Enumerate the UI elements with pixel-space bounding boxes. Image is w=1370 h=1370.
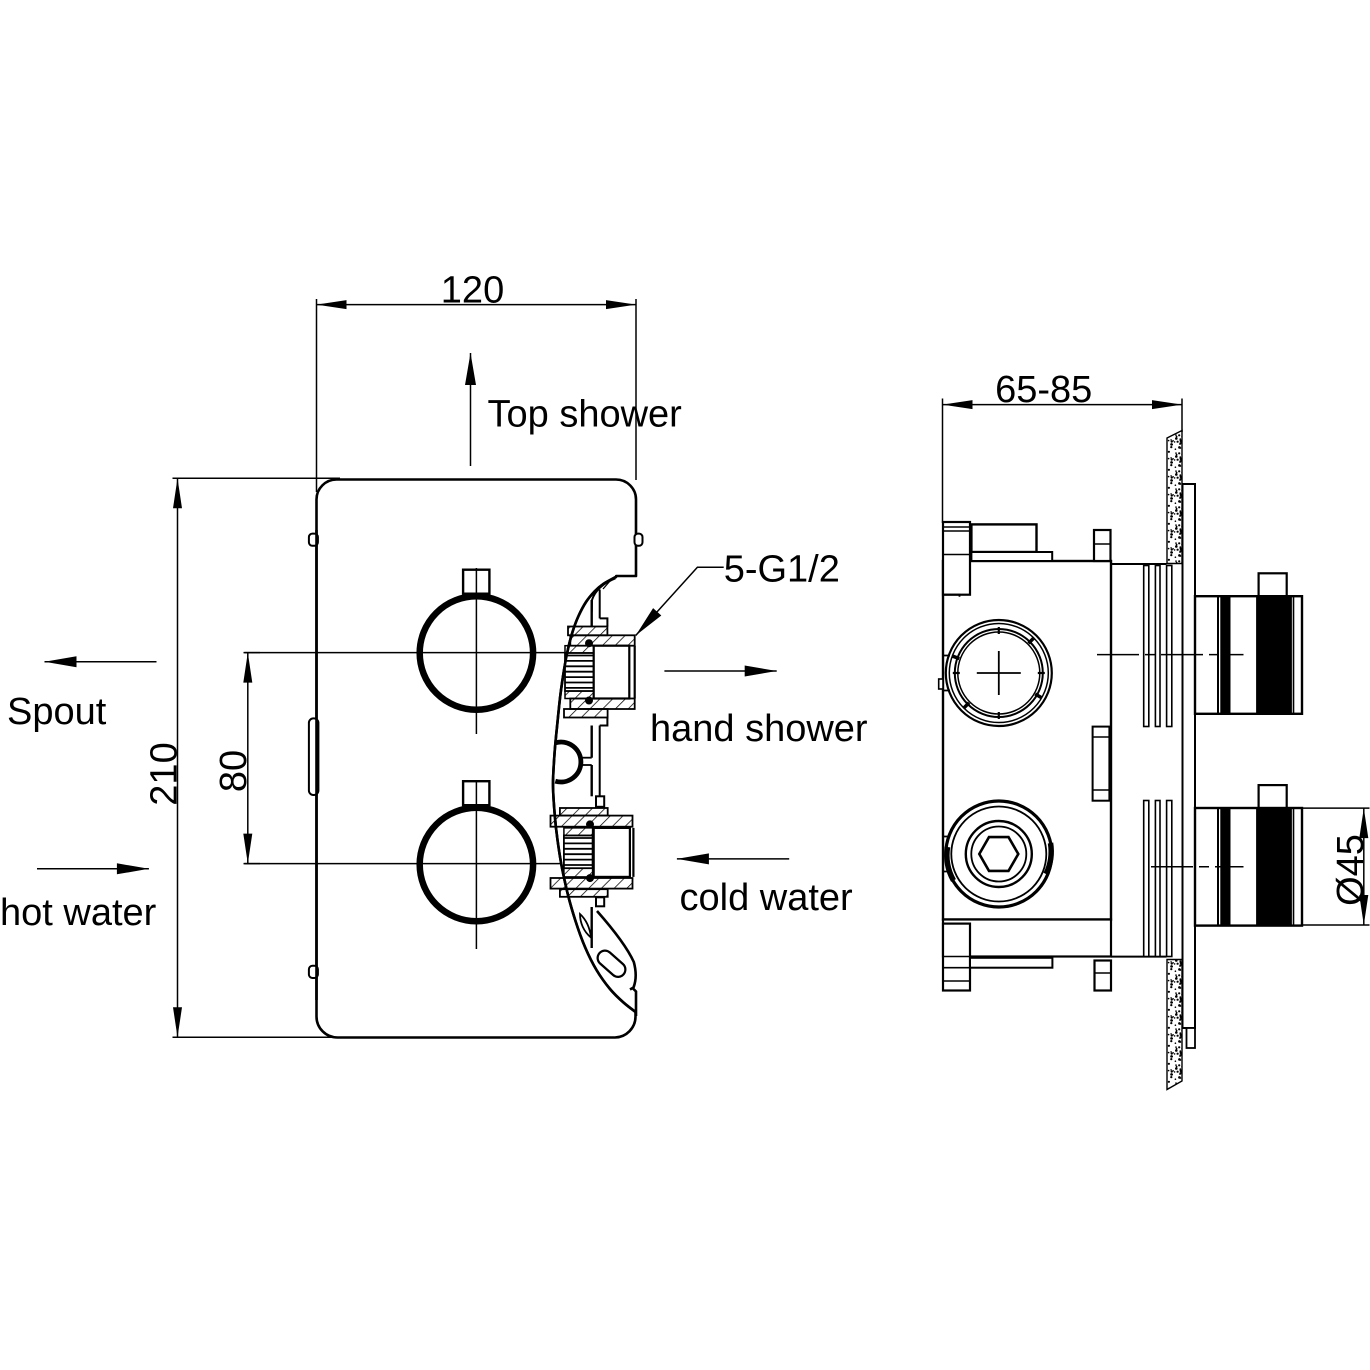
svg-text:hot water: hot water <box>0 892 157 934</box>
svg-text:120: 120 <box>441 270 504 312</box>
svg-text:Spout: Spout <box>7 691 107 733</box>
svg-text:cold water: cold water <box>680 877 854 919</box>
svg-text:5-G1/2: 5-G1/2 <box>724 549 840 591</box>
svg-text:80: 80 <box>213 750 255 792</box>
svg-text:65-85: 65-85 <box>995 369 1092 411</box>
svg-text:Top shower: Top shower <box>488 394 683 436</box>
svg-text:hand shower: hand shower <box>650 708 868 750</box>
svg-text:210: 210 <box>143 742 185 805</box>
svg-text:Ø45: Ø45 <box>1330 834 1370 906</box>
